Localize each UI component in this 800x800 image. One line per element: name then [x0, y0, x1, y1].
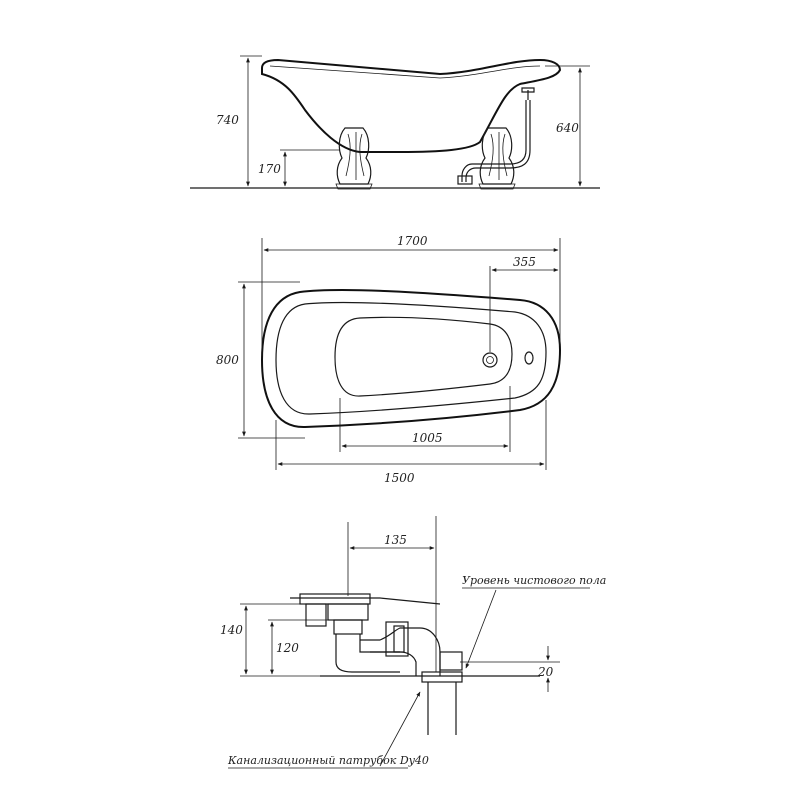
dim-740: 740	[216, 113, 239, 127]
drain-fitting	[299, 593, 463, 676]
label-sewer-pipe: Канализационный патрубок Dy40	[227, 754, 429, 767]
sewer-pipe	[421, 671, 463, 735]
dim-140: 140	[220, 623, 243, 637]
tub-side-profile	[261, 58, 562, 153]
dim-355: 355	[513, 255, 536, 269]
dim-640: 640	[556, 121, 579, 135]
dim-1700: 1700	[397, 234, 428, 248]
top-view: 1700 355 800 1005 1500	[216, 234, 562, 485]
tub-basin	[334, 316, 513, 397]
overflow-pipe	[461, 87, 535, 182]
dim-1500: 1500	[384, 471, 415, 485]
dim-135: 135	[384, 533, 407, 547]
leg-right	[478, 127, 516, 190]
leg-left	[335, 127, 373, 190]
drain-detail: 135 140 120 20 Уровень чистового пола Ка…	[220, 516, 606, 769]
side-view: 740 640 170	[190, 55, 600, 190]
dim-20: 20	[537, 665, 554, 679]
tub-top-outer	[260, 289, 562, 429]
dim-800: 800	[216, 353, 239, 367]
tub-top-inner	[275, 301, 547, 415]
dim-1005: 1005	[412, 431, 443, 445]
drain-hole	[482, 352, 498, 368]
dim-170: 170	[258, 162, 281, 176]
dim-120: 120	[276, 641, 299, 655]
overflow-hole	[524, 351, 534, 365]
label-floor-level: Уровень чистового пола	[462, 574, 606, 587]
